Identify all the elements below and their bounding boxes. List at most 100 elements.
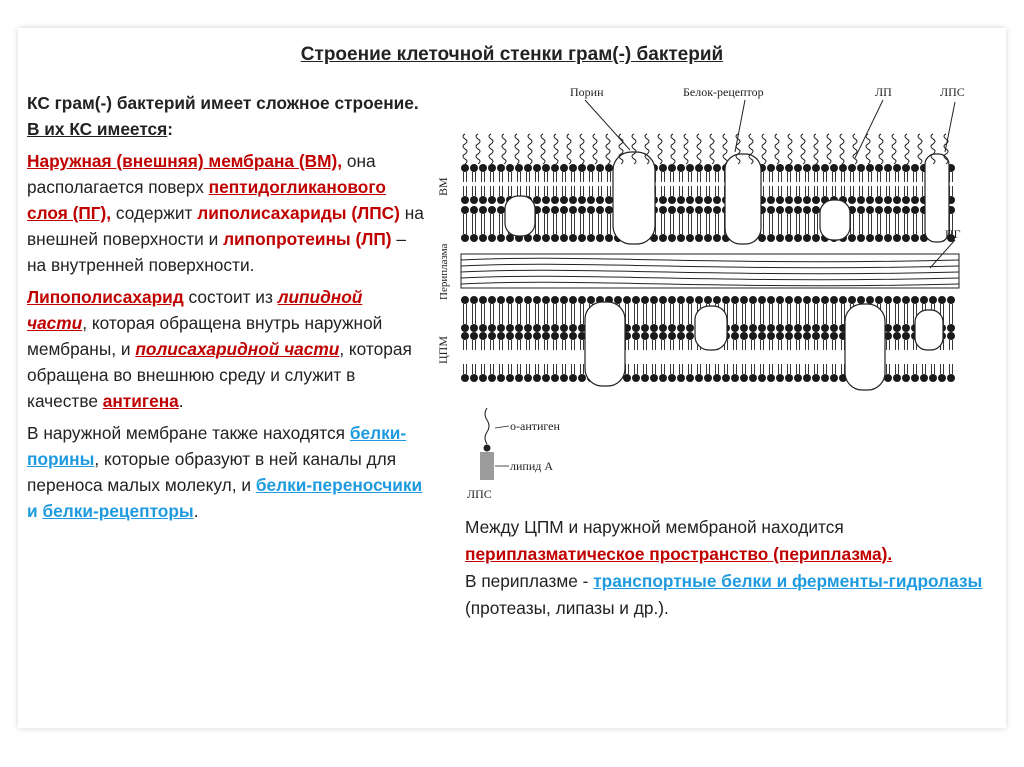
lipid-head	[767, 296, 775, 304]
term-antigen: антигена	[102, 391, 179, 411]
lipid-head	[803, 164, 811, 172]
lipid-head	[677, 234, 685, 242]
lipid-head	[776, 374, 784, 382]
peptidoglycan-strand	[460, 281, 960, 287]
text-fragment: и	[27, 501, 43, 521]
lipid-head	[866, 234, 874, 242]
lipid-head	[587, 296, 595, 304]
intro-text: КС грам(-) бактерий имеет сложное строен…	[27, 93, 419, 113]
lipid-head	[551, 234, 559, 242]
text-fragment: В периплазме -	[465, 571, 594, 591]
lipid-head	[722, 374, 730, 382]
lipid-head	[695, 374, 703, 382]
lipid-head	[488, 164, 496, 172]
lipid-head	[668, 164, 676, 172]
lipid-head	[551, 196, 559, 204]
lps-chain	[826, 133, 832, 165]
term-receptor-proteins: белки-рецепторы	[42, 501, 194, 521]
lipid-head	[668, 324, 676, 332]
lipid-head	[668, 206, 676, 214]
lipid-head	[803, 206, 811, 214]
lipid-head	[650, 374, 658, 382]
lipid-head	[578, 196, 586, 204]
term-polysaccharide-part: полисахаридной части	[135, 339, 340, 359]
lipid-head	[533, 164, 541, 172]
lipid-head	[884, 296, 892, 304]
lipid-head	[857, 206, 865, 214]
lipid-head	[578, 234, 586, 242]
lipid-head	[551, 164, 559, 172]
lipid-head	[947, 234, 955, 242]
lipid-head	[704, 164, 712, 172]
lipid-head	[479, 374, 487, 382]
lipid-head	[902, 374, 910, 382]
lipid-head	[749, 296, 757, 304]
lipid-head	[488, 332, 496, 340]
peptidoglycan-box	[460, 253, 960, 289]
lipid-head	[812, 332, 820, 340]
lipid-head	[866, 296, 874, 304]
text-fragment: (протеазы, липазы и др.).	[465, 598, 669, 618]
lipid-head	[767, 196, 775, 204]
lipid-head	[470, 324, 478, 332]
lipid-head	[767, 206, 775, 214]
lipid-head	[668, 332, 676, 340]
lipid-head	[713, 374, 721, 382]
term-periplasmic-space: периплазматическое пространство (перипла…	[465, 544, 893, 564]
lps-chain	[501, 133, 507, 165]
lps-chain	[852, 133, 858, 165]
lipid-head	[947, 374, 955, 382]
lipid-head	[812, 164, 820, 172]
lipid-head	[560, 164, 568, 172]
lipid-head	[461, 234, 469, 242]
lipid-head	[461, 324, 469, 332]
lps-chain	[865, 133, 871, 165]
lipid-head	[479, 206, 487, 214]
lipid-head	[731, 324, 739, 332]
lipid-head	[947, 332, 955, 340]
lipid-head	[794, 164, 802, 172]
lipid-head	[785, 324, 793, 332]
lipid-head	[893, 324, 901, 332]
lps-chain	[800, 133, 806, 165]
lipid-head	[704, 206, 712, 214]
lipid-head	[884, 206, 892, 214]
lipid-head	[938, 374, 946, 382]
lipid-head	[911, 196, 919, 204]
inner-membrane-protein	[584, 301, 626, 387]
legend-pointer	[494, 425, 510, 429]
lps-chain	[839, 133, 845, 165]
legend-head	[483, 444, 491, 452]
lipid-head	[641, 324, 649, 332]
lipid-head	[884, 234, 892, 242]
lipid-head	[947, 296, 955, 304]
lipid-head	[794, 324, 802, 332]
lipid-head	[686, 332, 694, 340]
right-line-1: Между ЦПМ и наружной мембраной находится	[465, 517, 844, 537]
lipid-head	[866, 206, 874, 214]
lipid-head	[596, 206, 604, 214]
lipid-head	[866, 164, 874, 172]
lipid-head	[848, 296, 856, 304]
lipid-head	[767, 324, 775, 332]
lipid-head	[542, 332, 550, 340]
lipid-head	[911, 296, 919, 304]
lipid-head	[893, 164, 901, 172]
lipid-head	[830, 296, 838, 304]
lps-chain	[605, 133, 611, 165]
outer-membrane-protein	[924, 153, 950, 243]
lipid-head	[551, 374, 559, 382]
lipid-head	[830, 374, 838, 382]
lipid-head	[560, 196, 568, 204]
lipid-head	[542, 374, 550, 382]
lipid-head	[893, 234, 901, 242]
lipid-head	[686, 234, 694, 242]
lipid-head	[821, 324, 829, 332]
lipid-head	[632, 296, 640, 304]
lipid-head	[677, 374, 685, 382]
lipid-head	[794, 296, 802, 304]
lipid-head	[515, 296, 523, 304]
lipid-head	[875, 206, 883, 214]
label-line-lp	[854, 99, 884, 159]
label-periplasm: Периплазма	[438, 243, 450, 300]
